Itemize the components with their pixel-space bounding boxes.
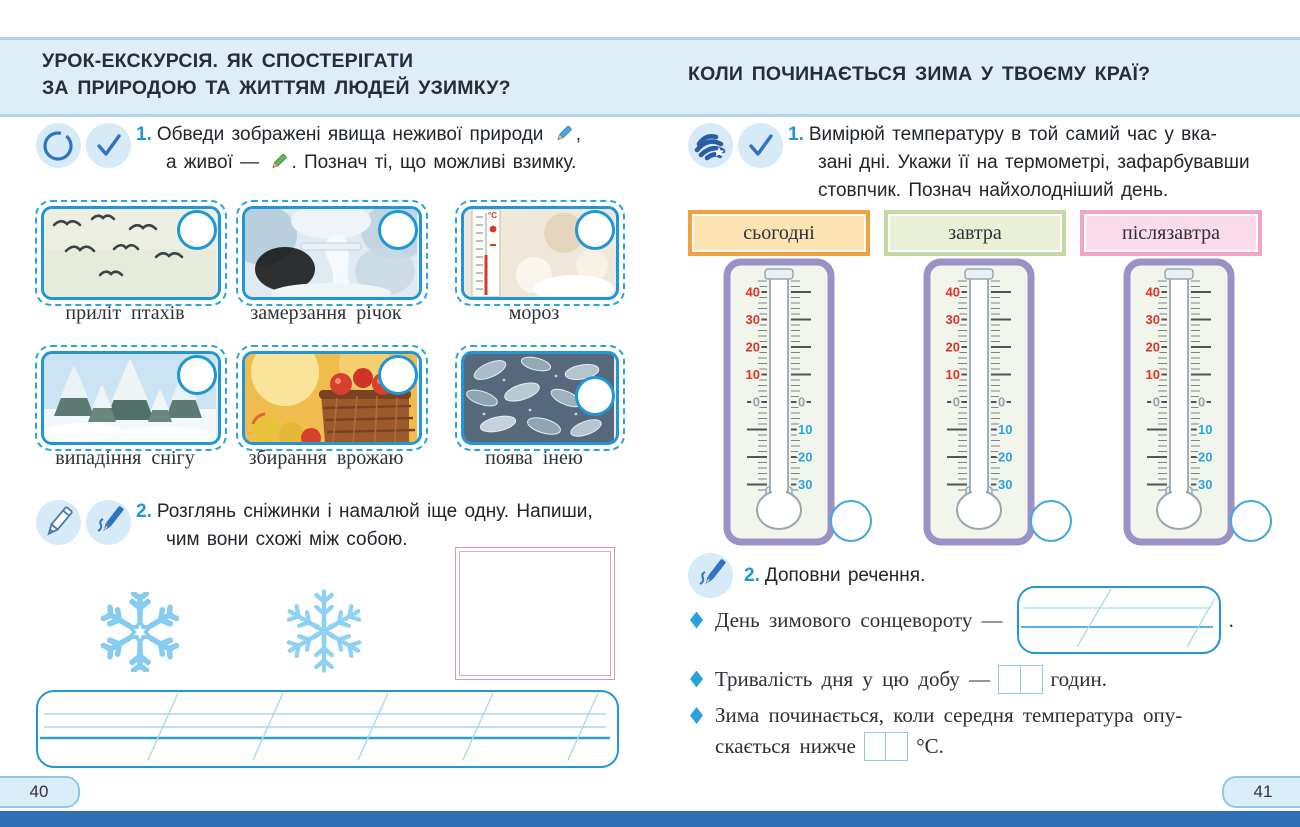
svg-text:30: 30 bbox=[1198, 477, 1212, 492]
coldest-day-mark-circle[interactable] bbox=[1030, 500, 1072, 542]
thermometer-day-after[interactable]: 40 30 20 10 0 0 10 20 30 bbox=[1123, 258, 1235, 546]
snowflake-drawing-box[interactable] bbox=[455, 547, 615, 680]
apple-harvest-photo bbox=[242, 351, 422, 445]
svg-text:20: 20 bbox=[998, 450, 1012, 465]
svg-text:40: 40 bbox=[946, 285, 960, 300]
snowflake-2 bbox=[286, 589, 362, 673]
svg-text:10: 10 bbox=[998, 422, 1012, 437]
svg-text:0: 0 bbox=[753, 395, 760, 410]
handwriting-area[interactable] bbox=[36, 690, 619, 768]
frozen-river-photo bbox=[242, 206, 422, 300]
left-task2-text: 2.Розглянь сніжинки і намалюй іще одну. … bbox=[136, 501, 593, 550]
sentence-solstice: День зимового сонцевороту — . bbox=[690, 586, 1270, 654]
phenomenon-card-frozen-river[interactable] bbox=[236, 200, 428, 306]
svg-text:20: 20 bbox=[1146, 340, 1160, 355]
diamond-bullet bbox=[690, 670, 703, 688]
svg-text:20: 20 bbox=[946, 340, 960, 355]
svg-text:10: 10 bbox=[1146, 367, 1160, 382]
card-caption: поява інею bbox=[485, 447, 583, 469]
card-caption: збирання врожаю bbox=[248, 447, 404, 469]
svg-text:0: 0 bbox=[798, 395, 805, 410]
diamond-bullet bbox=[690, 611, 703, 629]
photo-celsius-label: °C bbox=[488, 211, 497, 220]
coldest-day-mark-circle[interactable] bbox=[1230, 500, 1272, 542]
sentence-winter-start: Зима починається, коли середня температу… bbox=[690, 700, 1182, 762]
card-caption: випадіння снігу bbox=[55, 447, 195, 469]
selection-circle[interactable] bbox=[575, 376, 615, 416]
svg-text:20: 20 bbox=[746, 340, 760, 355]
phenomenon-card-hoarfrost[interactable] bbox=[455, 345, 625, 451]
selection-circle[interactable] bbox=[177, 355, 217, 395]
task-number: 1. bbox=[136, 124, 152, 145]
svg-text:0: 0 bbox=[1153, 395, 1160, 410]
svg-text:0: 0 bbox=[953, 395, 960, 410]
selection-circle[interactable] bbox=[177, 210, 217, 250]
coldest-day-mark-circle[interactable] bbox=[830, 500, 872, 542]
thermometer-tomorrow[interactable]: 40 30 20 10 0 0 10 20 30 bbox=[923, 258, 1035, 546]
scribble-icon bbox=[688, 123, 733, 168]
pen-writing-icon bbox=[86, 500, 131, 545]
svg-text:10: 10 bbox=[1198, 422, 1212, 437]
diamond-bullet bbox=[690, 707, 703, 724]
right-task1-text: 1.Вимірюй температуру в той самий час у … bbox=[788, 124, 1250, 201]
day-label-today: сьогодні bbox=[688, 210, 870, 256]
page-number-right: 41 bbox=[1222, 776, 1300, 808]
bottom-bar bbox=[0, 811, 1300, 827]
right-page-title: КОЛИ ПОЧИНАЄТЬСЯ ЗИМА У ТВОЄМУ КРАЇ? bbox=[688, 63, 1151, 85]
snowflake-1 bbox=[100, 592, 180, 672]
left-page-title: УРОК-ЕКСКУРСІЯ. ЯК СПОСТЕРІГАТИ ЗА ПРИРО… bbox=[42, 50, 511, 99]
answer-cells-hours[interactable] bbox=[998, 664, 1043, 694]
day-label-day-after-tomorrow: післязавтра bbox=[1080, 210, 1262, 256]
right-task2-text: 2.Доповни речення. bbox=[744, 565, 926, 586]
card-caption: замерзання річок bbox=[250, 302, 402, 324]
svg-text:30: 30 bbox=[746, 312, 760, 327]
selection-circle[interactable] bbox=[575, 210, 615, 250]
selection-circle[interactable] bbox=[378, 355, 418, 395]
thermometer-today[interactable]: 40 30 20 10 0 0 10 20 30 bbox=[723, 258, 835, 546]
svg-text:30: 30 bbox=[998, 477, 1012, 492]
svg-text:20: 20 bbox=[798, 450, 812, 465]
circle-outline-icon bbox=[36, 123, 81, 168]
answer-box-solstice[interactable] bbox=[1016, 586, 1221, 654]
day-label-tomorrow: завтра bbox=[884, 210, 1066, 256]
birds-photo bbox=[41, 206, 221, 300]
svg-text:30: 30 bbox=[946, 312, 960, 327]
pencil-outline-icon bbox=[36, 500, 81, 545]
card-caption: мороз bbox=[508, 302, 560, 324]
answer-cells-temperature[interactable] bbox=[863, 732, 909, 761]
selection-circle[interactable] bbox=[378, 210, 418, 250]
phenomenon-card-harvest[interactable] bbox=[236, 345, 428, 451]
phenomenon-card-birds[interactable] bbox=[35, 200, 227, 306]
svg-text:20: 20 bbox=[1198, 450, 1212, 465]
svg-text:30: 30 bbox=[1146, 312, 1160, 327]
page-number-left: 40 bbox=[0, 776, 80, 808]
frosty-leaves-photo bbox=[461, 351, 619, 445]
checkmark-icon bbox=[86, 123, 131, 168]
svg-text:0: 0 bbox=[1198, 395, 1205, 410]
svg-text:30: 30 bbox=[798, 477, 812, 492]
checkmark-icon bbox=[738, 123, 783, 168]
svg-text:10: 10 bbox=[946, 367, 960, 382]
header-band: УРОК-ЕКСКУРСІЯ. ЯК СПОСТЕРІГАТИ ЗА ПРИРО… bbox=[0, 37, 1300, 117]
left-task1-text: 1.Обведи зображені явища неживої природи… bbox=[136, 124, 581, 173]
phenomenon-card-frost[interactable]: °C bbox=[455, 200, 625, 306]
snowy-firs-photo bbox=[41, 351, 221, 445]
phenomenon-card-snowfall[interactable] bbox=[35, 345, 227, 451]
blue-pencil-icon bbox=[557, 125, 572, 141]
svg-text:0: 0 bbox=[998, 395, 1005, 410]
svg-text:40: 40 bbox=[1146, 285, 1160, 300]
card-caption: приліт птахів bbox=[65, 302, 185, 324]
pen-writing-icon bbox=[688, 553, 733, 598]
sentence-day-length: Тривалість дня у цю добу — годин. bbox=[690, 662, 1107, 696]
svg-text:10: 10 bbox=[746, 367, 760, 382]
svg-text:40: 40 bbox=[746, 285, 760, 300]
svg-text:10: 10 bbox=[798, 422, 812, 437]
frost-thermometer-photo: °C bbox=[461, 206, 619, 300]
green-pencil-icon bbox=[272, 153, 288, 169]
